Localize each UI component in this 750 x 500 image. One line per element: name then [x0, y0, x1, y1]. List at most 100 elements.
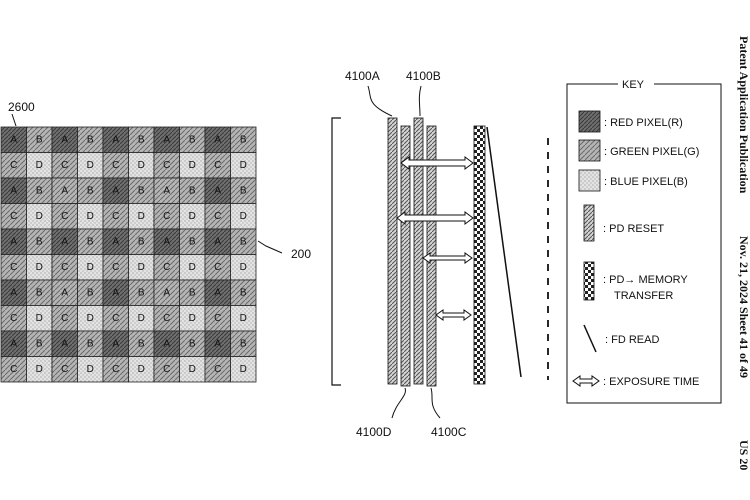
pixel-cell-label: B: [189, 134, 196, 145]
pixel-cell-label: D: [189, 211, 196, 222]
pixel-cell-label: A: [10, 236, 17, 247]
pixel-cell-label: B: [36, 134, 43, 145]
pd-reset-bar-4100B: [413, 117, 424, 385]
array-ref-leader: [11, 113, 17, 127]
pixel-cell-label: A: [112, 185, 119, 196]
pixel-cell: [26, 152, 53, 179]
pixel-cell-label: A: [214, 287, 221, 298]
pixel-cell: [179, 356, 206, 383]
pixel-cell-label: D: [240, 313, 247, 324]
pixel-cell-label: D: [138, 364, 145, 375]
pixel-cell: [128, 228, 155, 255]
key-pd-reset-swatch: [583, 204, 595, 242]
pixel-cell: [179, 228, 206, 255]
pixel-cell-label: A: [61, 185, 68, 196]
pixel-cell-label: A: [61, 287, 68, 298]
pixel-cell: [51, 356, 78, 383]
pixel-cell: [204, 330, 231, 357]
pixel-cell-label: B: [189, 236, 196, 247]
pixel-cell-label: D: [36, 364, 43, 375]
pixel-cell-label: D: [240, 160, 247, 171]
pixel-cell-label: C: [61, 211, 68, 222]
key-pd-memory-label-2: TRANSFER: [614, 290, 673, 302]
pixel-cell-label: D: [87, 160, 94, 171]
pixel-cell-label: A: [10, 338, 17, 349]
pixel-cell-label: C: [112, 160, 119, 171]
pixel-cell-label: D: [138, 211, 145, 222]
pixel-cell-label: B: [189, 338, 196, 349]
pixel-cell-label: A: [61, 338, 68, 349]
pixel-cell-label: B: [138, 287, 145, 298]
pixel-cell-label: D: [240, 211, 247, 222]
exposure-arrow-1: [400, 156, 474, 170]
array-ref-label: 2600: [8, 100, 35, 114]
pixel-cell-label: C: [163, 364, 170, 375]
pixel-cell: [77, 279, 104, 306]
exposure-arrow-3: [422, 252, 473, 264]
pixel-cell-label: D: [189, 364, 196, 375]
key-red-label: : RED PIXEL(R): [604, 117, 683, 129]
pixel-cell-label: C: [163, 313, 170, 324]
pixel-cell: [0, 126, 27, 153]
pixel-cell: [26, 356, 53, 383]
pixel-cell: [77, 305, 104, 332]
pixel-cell-label: A: [214, 134, 221, 145]
pixel-cell-label: B: [36, 287, 43, 298]
key-red-swatch: [578, 110, 601, 133]
pixel-cell: [102, 330, 129, 357]
pixel-cell-label: D: [189, 160, 196, 171]
pixel-cell: [153, 177, 180, 204]
pixel-cell-label: A: [163, 236, 170, 247]
pixel-cell-label: B: [138, 185, 145, 196]
header-date-sheet: Nov. 21, 2024 Sheet 41 of 49: [737, 236, 750, 378]
pixel-cell-label: C: [163, 160, 170, 171]
pixel-cell: [0, 254, 27, 281]
pixel-cell-label: C: [10, 262, 17, 273]
pixel-cell-label: C: [10, 211, 17, 222]
pixel-cell-label: C: [163, 262, 170, 273]
pixel-cell: [204, 254, 231, 281]
pixel-cell-label: A: [214, 338, 221, 349]
pixel-cell-label: C: [10, 364, 17, 375]
pixel-cell-label: B: [87, 185, 94, 196]
pixel-cell-label: A: [214, 236, 221, 247]
pixel-cell: [230, 228, 257, 255]
pixel-cell: [204, 356, 231, 383]
key-blue-swatch: [578, 169, 601, 192]
key-green-swatch: [578, 139, 601, 162]
pixel-cell-label: C: [61, 313, 68, 324]
pixel-cell: [230, 126, 257, 153]
pixel-cell: [204, 279, 231, 306]
pixel-cell: [204, 305, 231, 332]
key-fd-read-label: : FD READ: [605, 334, 659, 346]
pixel-cell-label: D: [36, 160, 43, 171]
pixel-cell: [128, 356, 155, 383]
pixel-cell-label: C: [112, 364, 119, 375]
pixel-cell-label: B: [240, 287, 247, 298]
key-title-bg: [618, 78, 654, 90]
pixel-cell-label: B: [87, 338, 94, 349]
pixel-cell: [51, 305, 78, 332]
pixel-cell-label: B: [189, 287, 196, 298]
pixel-cell-label: B: [138, 236, 145, 247]
pixel-cell-label: A: [163, 134, 170, 145]
pixel-cell-label: D: [240, 364, 247, 375]
pixel-cell-label: C: [10, 313, 17, 324]
pixel-cell-label: D: [87, 364, 94, 375]
pixel-cell: [77, 356, 104, 383]
pixel-cell-label: B: [240, 134, 247, 145]
pixel-cell-label: A: [163, 338, 170, 349]
key-pd-memory-swatch: [583, 261, 595, 301]
pixel-cell-label: B: [240, 236, 247, 247]
pixel-cell-label: A: [10, 287, 17, 298]
pixel-cell-label: D: [138, 262, 145, 273]
pixel-cell: [128, 305, 155, 332]
pixel-cell-label: A: [10, 134, 17, 145]
pixel-cell-label: D: [138, 160, 145, 171]
pixel-cell: [26, 126, 53, 153]
key-pd-reset-label: : PD RESET: [603, 223, 664, 235]
leader-4100A: [367, 85, 393, 117]
pixel-cell-label: C: [112, 262, 119, 273]
pixel-cell: [204, 177, 231, 204]
